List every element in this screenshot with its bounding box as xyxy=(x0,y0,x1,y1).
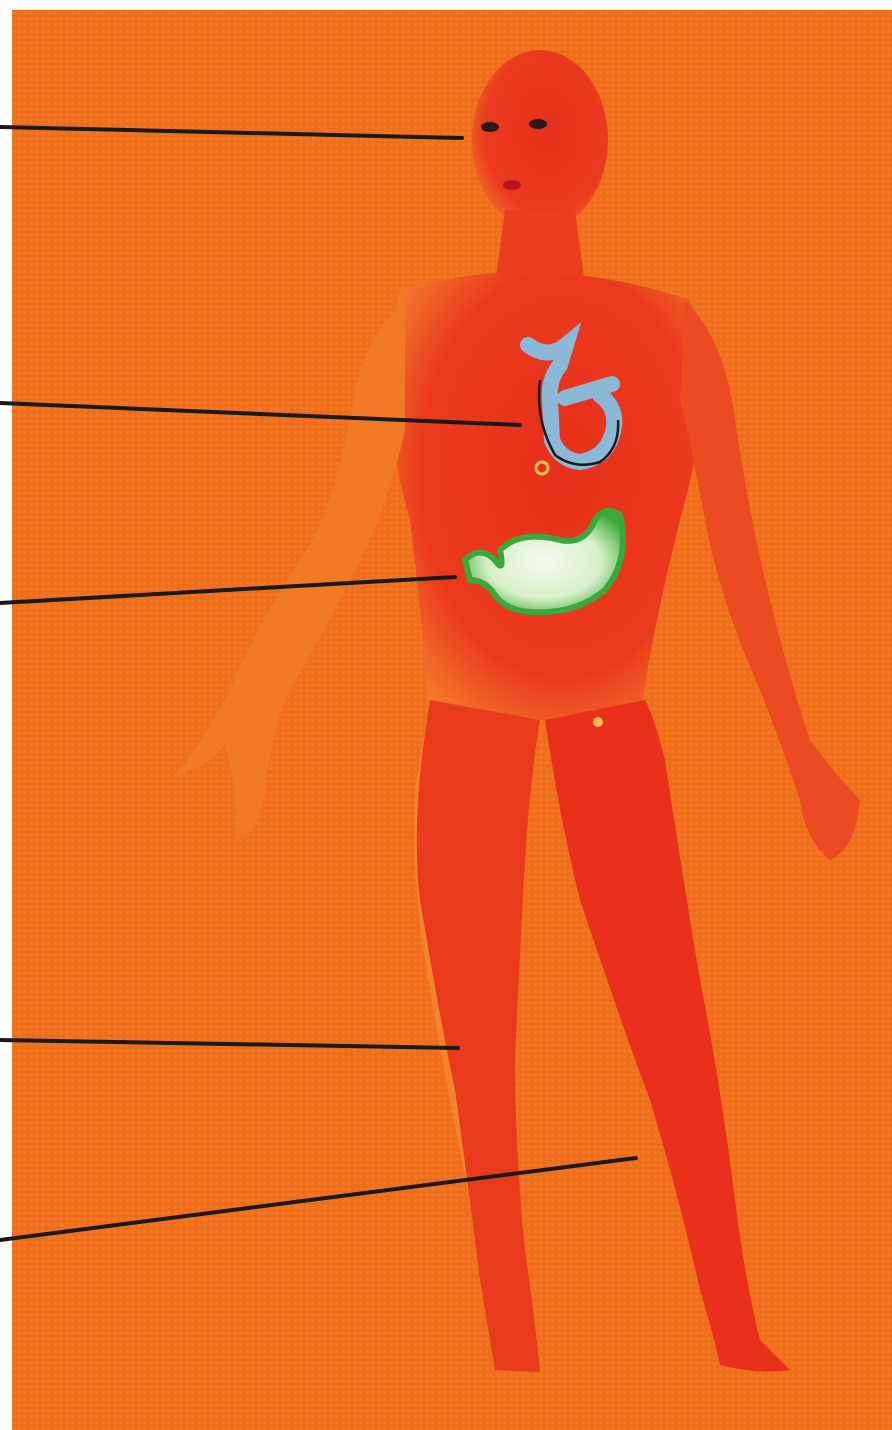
mouth xyxy=(503,180,521,190)
right-eye xyxy=(529,119,547,129)
left-border xyxy=(0,0,12,1430)
left-eye xyxy=(481,122,499,132)
head xyxy=(472,50,608,230)
top-border xyxy=(0,0,892,10)
navel-dot xyxy=(593,717,603,727)
